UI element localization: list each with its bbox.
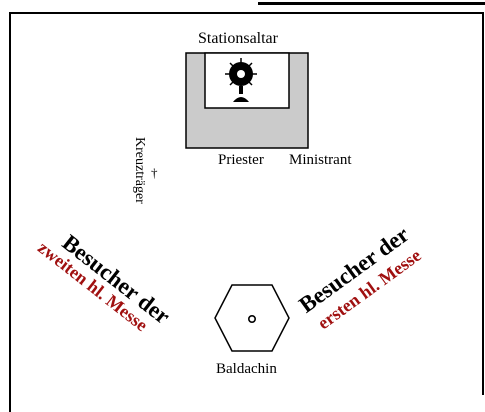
monstrance-icon [225,58,257,102]
cross-bearer-label: Kreuzträger [132,137,147,204]
priest-label: Priester [218,152,264,168]
canopy-hexagon [214,284,290,352]
ministrant-label: Ministrant [289,152,352,168]
canopy-center-marker [247,314,256,323]
cross-icon: † [151,165,158,180]
diagram-frame-right [482,12,484,395]
left-visitor-group: Besucher der zweiten hl. Messe [34,205,215,335]
altar-diagram [185,52,309,149]
top-border-line [258,2,485,5]
altar-label: Stationsaltar [198,30,278,47]
canopy-label: Baldachin [216,361,277,377]
right-visitor-group: Besucher der ersten hl. Messe [290,215,460,334]
diagram-frame [9,12,484,412]
